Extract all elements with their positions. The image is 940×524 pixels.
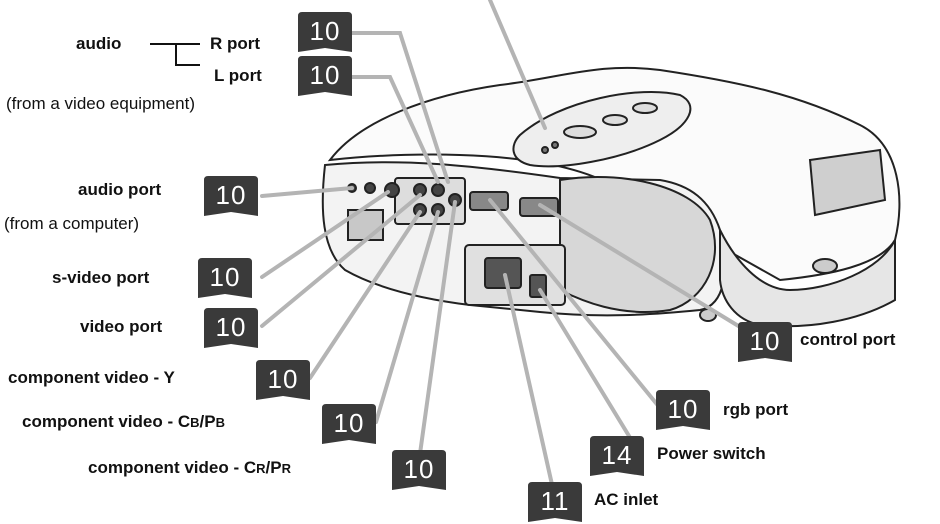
component-cr-prefix: component video - C: [88, 458, 257, 477]
page-ref-video-port: 10: [215, 312, 247, 342]
page-ref-ac-inlet: 11: [540, 486, 570, 516]
s-video-port-label: s-video port: [52, 268, 150, 287]
power-switch-label: Power switch: [657, 444, 766, 463]
ac-inlet-label: AC inlet: [594, 490, 659, 509]
r-port-label: R port: [210, 34, 261, 53]
audio-label: audio: [76, 34, 122, 53]
component-cb-sub2: B: [215, 415, 225, 430]
from-computer-note: (from a computer): [4, 214, 140, 233]
page-ref-component-y: 10: [267, 364, 299, 394]
rgb-port-label: rgb port: [723, 400, 789, 419]
page-badge-power-switch: 14: [590, 436, 644, 476]
page-ref-component-cb: 10: [333, 408, 365, 438]
component-cr-sub1: R: [256, 461, 266, 476]
l-port-label: L port: [214, 66, 262, 85]
page-ref-audio-port: 10: [215, 180, 247, 210]
page-badge-audio-port: 10: [204, 176, 258, 216]
page-ref-rgb-port: 10: [667, 394, 699, 424]
from-video-note: (from a video equipment): [6, 94, 195, 113]
component-cb-label: component video - CB/PB: [22, 412, 225, 433]
page-badge-l-port: 10: [298, 56, 352, 96]
page-ref-l-port: 10: [309, 60, 341, 90]
page-ref-r-port: 10: [309, 16, 341, 46]
component-cb-mid: /P: [199, 412, 216, 431]
component-cb-sub1: B: [190, 415, 200, 430]
page-badge-rgb-port: 10: [656, 390, 710, 430]
page-badge-s-video-port: 10: [198, 258, 252, 298]
page-ref-s-video-port: 10: [209, 262, 241, 292]
page-ref-component-cr: 10: [403, 454, 435, 484]
leader-lines: [260, 0, 747, 500]
page-badge-video-port: 10: [204, 308, 258, 348]
audio-port-label: audio port: [78, 180, 162, 199]
component-cb-prefix: component video - C: [22, 412, 191, 431]
page-ref-control-port: 10: [749, 326, 781, 356]
video-port-label: video port: [80, 317, 163, 336]
component-y-label: component video - Y: [8, 368, 175, 387]
page-badge-control-port: 10: [738, 322, 792, 362]
component-cr-label: component video - CR/PR: [88, 458, 291, 479]
component-cr-sub2: R: [281, 461, 291, 476]
component-cr-mid: /P: [265, 458, 282, 477]
control-port-label: control port: [800, 330, 896, 349]
page-badge-component-y: 10: [256, 360, 310, 400]
page-badge-component-cb: 10: [322, 404, 376, 444]
page-badge-r-port: 10: [298, 12, 352, 52]
page-badge-component-cr: 10: [392, 450, 446, 490]
page-badge-ac-inlet: 11: [528, 482, 582, 522]
page-ref-power-switch: 14: [601, 440, 633, 470]
